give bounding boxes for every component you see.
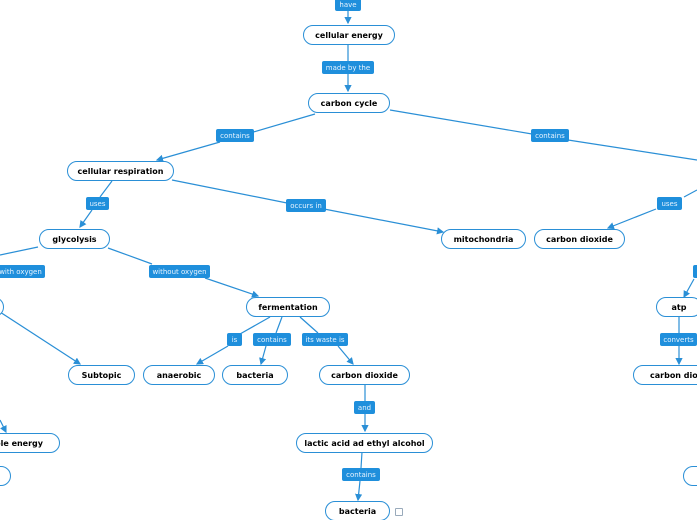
- edge-without-fermentation: [204, 277, 260, 298]
- edge-glycolysis-without: [107, 247, 153, 265]
- edge-glycolysis-with: [0, 246, 39, 256]
- edge-occurs-mitochondria: [323, 208, 445, 235]
- link-label-made-by-the[interactable]: made by the: [322, 61, 374, 74]
- link-label-uses-right[interactable]: uses: [657, 197, 682, 210]
- link-label-and[interactable]: and: [354, 401, 375, 414]
- node-cellular-respiration[interactable]: cellular respiration: [67, 161, 174, 181]
- node-cellular-energy[interactable]: cellular energy: [303, 25, 395, 45]
- edge-ferm-contains: [275, 316, 283, 334]
- node-carbon-dioxide-right[interactable]: carbon dioxide: [534, 229, 625, 249]
- link-label-with-oxygen[interactable]: with oxygen: [0, 265, 45, 278]
- edge-respiration-occurs: [171, 179, 288, 204]
- edge-ferm-is: [239, 316, 271, 335]
- edge-usable-energy: [0, 419, 7, 434]
- edge-contains-bacteria-bottom: [355, 480, 363, 502]
- link-label-without-oxygen[interactable]: without oxygen: [149, 265, 210, 278]
- edge-ferm-waste: [299, 316, 319, 334]
- node-fermentation[interactable]: fermentation: [246, 297, 330, 317]
- node-bacteria-bottom[interactable]: bacteria: [325, 501, 390, 520]
- link-label-contains-bottom[interactable]: contains: [342, 468, 380, 481]
- edge-contains-respiration: [155, 141, 221, 162]
- edge-cycle-contains-left: [249, 113, 316, 134]
- link-label-uses-left[interactable]: uses: [86, 197, 109, 210]
- node-carbon-cycle[interactable]: carbon cycle: [308, 93, 390, 113]
- link-label-contains-ferm[interactable]: contains: [253, 333, 291, 346]
- edge-contains-bacteria: [259, 345, 267, 366]
- link-label-is[interactable]: is: [227, 333, 242, 346]
- link-label-offscreen[interactable]: [693, 265, 697, 278]
- edge-is-anaerobic: [195, 345, 229, 365]
- node-carbon-dioxide-far-right[interactable]: carbon dioxi: [633, 365, 697, 385]
- link-label-contains-right[interactable]: contains: [531, 129, 569, 142]
- node-carbon-dioxide-mid[interactable]: carbon dioxide: [319, 365, 410, 385]
- link-label-its-waste-is[interactable]: its waste is: [302, 333, 348, 346]
- expand-icon[interactable]: [395, 508, 403, 516]
- node-atp[interactable]: atp: [656, 297, 697, 317]
- link-label-occurs-in[interactable]: occurs in: [286, 199, 326, 212]
- edge-lactic-contains: [360, 451, 363, 469]
- link-label-have[interactable]: have: [335, 0, 361, 11]
- node-mitochondria[interactable]: mitochondria: [441, 229, 526, 249]
- node-lactic-acid[interactable]: lactic acid ad ethyl alcohol: [296, 433, 433, 453]
- node-bottom-right-stub[interactable]: [683, 466, 697, 486]
- edge-offscreen-atp: [683, 278, 695, 299]
- edge-contains-offscreen: [567, 139, 697, 161]
- edge-cycle-contains-right: [389, 109, 533, 135]
- edge-uses-glycolysis: [79, 209, 93, 228]
- edge-right-uses: [683, 189, 697, 198]
- node-anaerobic[interactable]: anaerobic: [143, 365, 215, 385]
- node-glycolysis[interactable]: glycolysis: [39, 229, 110, 249]
- link-label-contains-left[interactable]: contains: [216, 129, 254, 142]
- edge-waste-co2: [337, 345, 354, 365]
- edge-with-oxygen-down: [0, 311, 82, 365]
- edge-uses-co2-right: [606, 208, 657, 230]
- node-subtopic[interactable]: Subtopic: [68, 365, 135, 385]
- edge-respiration-uses: [99, 180, 113, 198]
- link-label-converts[interactable]: converts: [660, 333, 697, 346]
- node-bacteria-mid[interactable]: bacteria: [222, 365, 288, 385]
- node-usable-energy[interactable]: able energy: [0, 433, 60, 453]
